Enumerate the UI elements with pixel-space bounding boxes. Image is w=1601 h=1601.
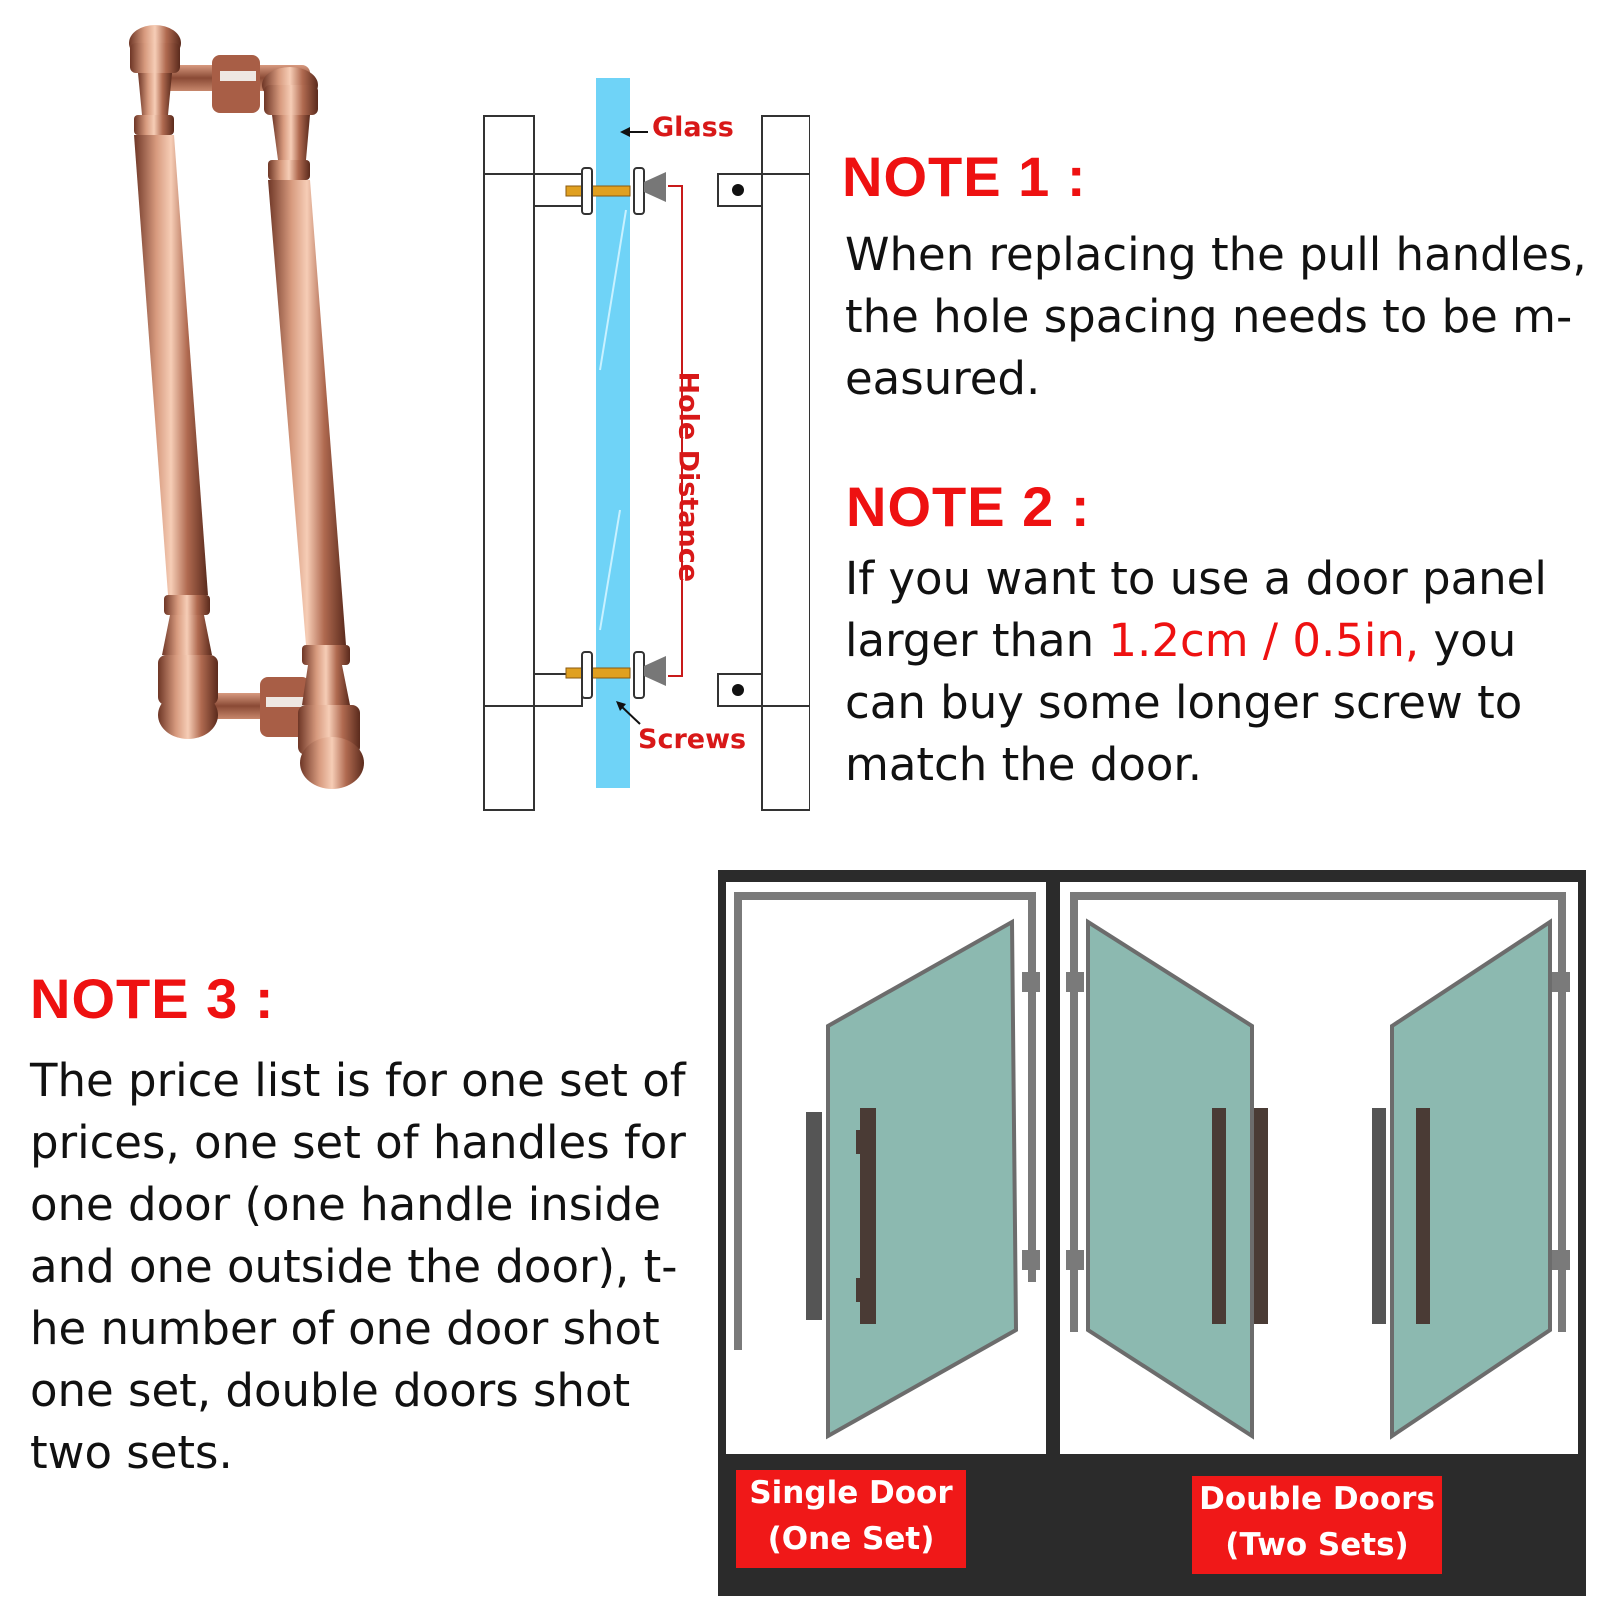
note2-line-prefix: larger than — [845, 614, 1109, 667]
note3-line: and one outside the door), t- — [30, 1240, 678, 1293]
left-handle-bar — [483, 115, 535, 811]
note2-body: If you want to use a door panel larger t… — [845, 548, 1547, 796]
pull-handle-image — [129, 25, 364, 789]
screw-hole-top — [732, 184, 744, 196]
double-doors-caption-line1: Double Doors — [1199, 1481, 1435, 1517]
note2-line: If you want to use a door panel — [845, 552, 1547, 605]
screw-size-highlight: 1.2cm / 0.5in, — [1108, 614, 1420, 667]
note3-line: The price list is for one set of — [30, 1054, 686, 1107]
note3-line: one set, double doors shot — [30, 1364, 631, 1417]
note2-line: can buy some longer screw to — [845, 676, 1523, 729]
door-illustration-panel: Single Door (One Set) Double Doors (Two … — [718, 870, 1586, 1596]
double-doors-caption-line2: (Two Sets) — [1225, 1527, 1409, 1563]
note3-line: he number of one door shot — [30, 1302, 660, 1355]
note2-line: match the door. — [845, 738, 1203, 791]
note1-title: NOTE 1 : — [842, 145, 1087, 208]
glass-label: Glass — [652, 112, 734, 143]
single-door-illustration — [726, 882, 1046, 1454]
screw-hole-bottom — [732, 684, 744, 696]
right-handle-bar — [761, 115, 810, 811]
double-doors-illustration — [1060, 882, 1578, 1454]
note3-line: prices, one set of handles for — [30, 1116, 686, 1169]
note3-title: NOTE 3 : — [30, 967, 275, 1030]
single-door-caption-line1: Single Door — [749, 1475, 953, 1511]
hole-distance-label: Hole Distance — [672, 371, 704, 583]
double-doors-caption: Double Doors (Two Sets) — [1192, 1476, 1442, 1574]
single-door-caption-line2: (One Set) — [767, 1521, 935, 1557]
note2-line-suffix: you — [1419, 614, 1517, 667]
note3-line: two sets. — [30, 1426, 233, 1479]
note2-title: NOTE 2 : — [846, 475, 1091, 538]
note1-line: the hole spacing needs to be m- — [845, 290, 1573, 343]
installation-diagram — [483, 78, 810, 811]
note1-line: easured. — [845, 352, 1041, 405]
note3-body: The price list is for one set of prices,… — [30, 1050, 686, 1484]
note2-line: larger than 1.2cm / 0.5in, you — [845, 610, 1547, 672]
note3-line: one door (one handle inside — [30, 1178, 661, 1231]
screws-label: Screws — [638, 724, 747, 755]
note1-body: When replacing the pull handles, the hol… — [845, 224, 1587, 410]
single-door-caption: Single Door (One Set) — [736, 1470, 966, 1568]
note1-line: When replacing the pull handles, — [845, 228, 1587, 281]
glass-pane — [596, 78, 630, 788]
